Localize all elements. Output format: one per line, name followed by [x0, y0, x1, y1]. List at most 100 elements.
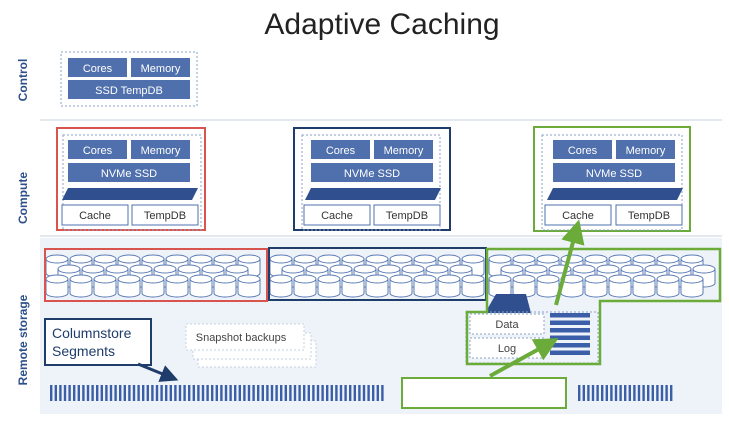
- segment-left-bar-37: [220, 385, 223, 401]
- segment-left-bar-68: [362, 385, 366, 401]
- storage-navy-disk-18: [293, 274, 317, 298]
- segment-right-bar-11: [628, 385, 631, 401]
- compute-node-1-memory-label: Memory: [141, 145, 181, 157]
- storage-green-disk-24: [632, 274, 656, 298]
- compute-node-3-memory-box: [616, 140, 675, 159]
- segment-strip-right: [578, 385, 673, 401]
- storage-navy-disk-25: [461, 274, 485, 298]
- segment-left-bar-51: [284, 385, 287, 401]
- compute-node-3-frame: [533, 126, 691, 232]
- storage-red-disk-24: [213, 274, 237, 298]
- compute-node-3-cores-box: [553, 140, 612, 159]
- log-stack-bar-5: [550, 350, 590, 355]
- storage-disks-green-group: [488, 254, 716, 298]
- segment-left-bar-42: [243, 385, 246, 401]
- compute-node-1-frame: [56, 127, 206, 231]
- compute-node-2-tempdb-label: TempDB: [386, 210, 428, 222]
- log-stack-bar-0: [550, 313, 590, 318]
- segment-right-bar-10: [624, 385, 627, 401]
- control-memory-label: Memory: [141, 63, 181, 75]
- segment-left-bar-23: [155, 385, 159, 401]
- compute-node-3: Cores Memory NVMe SSD Cache TempDB: [533, 126, 691, 232]
- segment-left-bar-65: [349, 385, 352, 401]
- segment-left-bar-15: [119, 385, 122, 401]
- segment-left-bar-6: [77, 385, 80, 401]
- compute-node-1-cores-label: Cores: [83, 145, 113, 157]
- arrow-storage-to-cache: [554, 219, 585, 306]
- columnstore-callout-line1: Columnstore: [52, 325, 132, 341]
- segment-left-bar-22: [151, 385, 154, 401]
- compute-node-3-ssd-box: [553, 163, 675, 182]
- compute-node-1-tempdb-label: TempDB: [144, 210, 186, 222]
- storage-navy-disk-22: [389, 274, 413, 298]
- storage-green-disk-20: [536, 274, 560, 298]
- storage-navy-disk-24: [437, 274, 461, 298]
- storage-funnel: [485, 294, 531, 313]
- segment-left-bar-61: [330, 385, 333, 401]
- segment-left-bar-40: [234, 385, 237, 401]
- segment-left-bar-60: [326, 385, 329, 401]
- segment-right-bar-13: [637, 385, 641, 401]
- compute-node-3-cache-label: Cache: [562, 210, 594, 222]
- segment-left-bar-70: [372, 385, 375, 401]
- storage-red-disk-23: [189, 274, 213, 298]
- segment-left-bar-44: [252, 385, 255, 401]
- data-label: Data: [495, 319, 519, 331]
- compute-node-2-outline: [301, 134, 441, 231]
- storage-navy-disk-21: [365, 274, 389, 298]
- log-stack-bar-2: [550, 328, 590, 333]
- compute-node-2-memory-box: [374, 140, 433, 159]
- segment-left-bar-55: [303, 385, 306, 401]
- log-stack-bar-3: [550, 335, 590, 340]
- segment-left-bar-38: [224, 385, 228, 401]
- segment-right-bar-6: [605, 385, 608, 401]
- segment-left-bar-2: [59, 385, 62, 401]
- compute-node-1-ssd-base: [62, 188, 198, 200]
- segment-left-bar-3: [63, 385, 67, 401]
- segment-left-bar-28: [178, 385, 182, 401]
- segment-left-bar-52: [289, 385, 292, 401]
- segment-left-bar-25: [165, 385, 168, 401]
- segment-left-bar-31: [192, 385, 195, 401]
- columnstore-callout: Columnstore Segments: [44, 318, 179, 382]
- segment-left-bar-4: [68, 385, 71, 401]
- segment-right-bar-2: [587, 385, 590, 401]
- segment-left-bar-57: [312, 385, 315, 401]
- storage-navy-disk-19: [317, 274, 341, 298]
- control-node: Cores Memory SSD TempDB: [60, 51, 198, 107]
- segment-left-bar-7: [82, 385, 85, 401]
- compute-node-1-tempdb-box: [131, 204, 199, 226]
- segment-left-bar-71: [376, 385, 379, 401]
- segment-left-bar-16: [123, 385, 126, 401]
- compute-node-1: Cores Memory NVMe SSD Cache TempDB: [56, 127, 206, 231]
- storage-green-disk-18: [488, 274, 512, 298]
- segment-left-bar-13: [109, 385, 113, 401]
- segment-left-bar-54: [298, 385, 301, 401]
- compute-node-2: Cores Memory NVMe SSD Cache TempDB: [293, 127, 451, 231]
- segment-left-bar-66: [353, 385, 356, 401]
- log-stack: [550, 313, 590, 355]
- segment-right-bar-3: [591, 385, 595, 401]
- control-ssd-box: [68, 80, 190, 99]
- segment-left-bar-8: [86, 385, 90, 401]
- control-cores-box: [68, 58, 127, 77]
- row-label-control: Control: [16, 59, 30, 102]
- segment-left-bar-58: [316, 385, 320, 401]
- segment-left-bar-11: [100, 385, 103, 401]
- compute-node-2-ssd-box: [311, 163, 433, 182]
- log-stack-bar-4: [550, 343, 590, 348]
- compute-node-1-memory-box: [131, 140, 190, 159]
- segment-left-bar-21: [146, 385, 149, 401]
- storage-red-disk-20: [117, 274, 141, 298]
- segment-left-bar-18: [132, 385, 136, 401]
- segment-left-bar-45: [257, 385, 260, 401]
- segment-left-bar-56: [307, 385, 310, 401]
- segment-left-bar-59: [321, 385, 324, 401]
- segment-right-bar-7: [610, 385, 613, 401]
- storage-navy-disk-20: [341, 274, 365, 298]
- storage-green-disk-19: [512, 274, 536, 298]
- segment-left-bar-34: [206, 385, 209, 401]
- segment-left-bar-35: [211, 385, 214, 401]
- storage-green-disk-17: [692, 264, 716, 288]
- storage-green-disk-22: [584, 274, 608, 298]
